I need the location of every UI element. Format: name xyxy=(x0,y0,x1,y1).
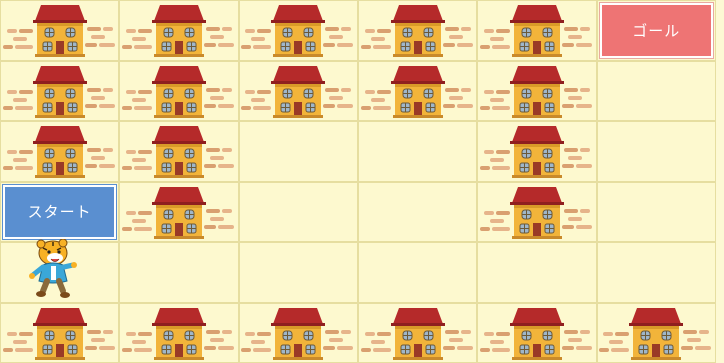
house-icon xyxy=(120,62,238,120)
maze-cell-house[interactable] xyxy=(0,121,119,182)
maze-cell-tiger[interactable] xyxy=(0,242,119,303)
maze-cell-house[interactable] xyxy=(477,121,596,182)
maze-cell-house[interactable] xyxy=(0,61,119,122)
house-icon xyxy=(1,122,119,180)
maze-cell-empty[interactable] xyxy=(239,121,358,182)
maze-cell-house[interactable] xyxy=(119,61,238,122)
maze-cell-house[interactable] xyxy=(477,0,596,61)
maze-cell-empty[interactable] xyxy=(597,182,716,243)
start-label: スタート xyxy=(3,185,116,240)
maze-cell-house[interactable] xyxy=(119,182,238,243)
maze-cell-house[interactable] xyxy=(119,121,238,182)
house-icon xyxy=(239,1,357,59)
maze-cell-house[interactable] xyxy=(477,61,596,122)
house-icon xyxy=(478,304,596,362)
house-icon xyxy=(120,183,238,241)
maze-cell-house[interactable] xyxy=(358,61,477,122)
maze-cell-house[interactable] xyxy=(239,61,358,122)
house-icon xyxy=(478,183,596,241)
house-icon xyxy=(359,1,477,59)
maze-cell-house[interactable] xyxy=(477,182,596,243)
house-icon xyxy=(120,122,238,180)
maze-cell-empty[interactable] xyxy=(119,242,238,303)
maze-cell-empty[interactable] xyxy=(358,121,477,182)
maze-cell-house[interactable] xyxy=(0,0,119,61)
maze-cell-house[interactable] xyxy=(119,0,238,61)
house-icon xyxy=(478,1,596,59)
maze-cell-empty[interactable] xyxy=(358,242,477,303)
maze-cell-empty[interactable] xyxy=(358,182,477,243)
maze-cell-empty[interactable] xyxy=(597,242,716,303)
maze-cell-empty[interactable] xyxy=(597,61,716,122)
maze-cell-house[interactable] xyxy=(119,303,238,363)
maze-cell-empty[interactable] xyxy=(597,121,716,182)
house-icon xyxy=(239,62,357,120)
house-icon xyxy=(478,122,596,180)
maze-cell-empty[interactable] xyxy=(239,182,358,243)
maze-cell-empty[interactable] xyxy=(477,242,596,303)
house-icon xyxy=(239,304,357,362)
maze-cell-house[interactable] xyxy=(239,0,358,61)
maze-cell-house[interactable] xyxy=(0,303,119,363)
maze-cell-start[interactable]: スタート xyxy=(0,182,119,243)
maze-cell-house[interactable] xyxy=(477,303,596,363)
house-icon xyxy=(120,304,238,362)
house-icon xyxy=(359,62,477,120)
house-icon xyxy=(1,1,119,59)
house-icon xyxy=(597,304,715,362)
maze-cell-empty[interactable] xyxy=(239,242,358,303)
house-icon xyxy=(1,62,119,120)
maze-cell-goal[interactable]: ゴール xyxy=(597,0,716,61)
maze-cell-house[interactable] xyxy=(239,303,358,363)
maze-cell-house[interactable] xyxy=(597,303,716,363)
goal-label: ゴール xyxy=(600,3,713,58)
maze-cell-house[interactable] xyxy=(358,0,477,61)
house-icon xyxy=(478,62,596,120)
house-icon xyxy=(1,304,119,362)
house-icon xyxy=(120,1,238,59)
tiger-character-icon[interactable] xyxy=(27,239,97,299)
maze-cell-house[interactable] xyxy=(358,303,477,363)
house-icon xyxy=(359,304,477,362)
